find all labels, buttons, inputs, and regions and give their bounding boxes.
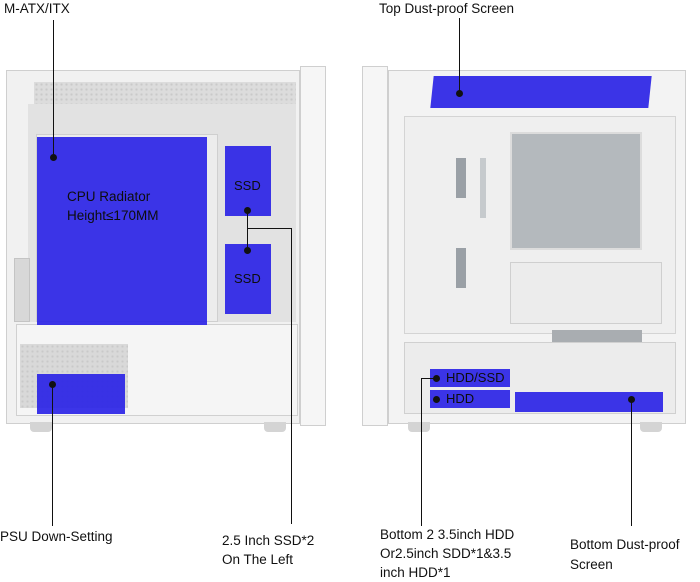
- psu-leader: [52, 384, 53, 526]
- left-foot-1: [30, 422, 52, 432]
- bottom-dust-label-2: Screen: [570, 557, 613, 572]
- ssd-top-area: [225, 146, 271, 216]
- bottom-dust-label-1: Bottom Dust-proof: [570, 537, 680, 552]
- top-dust-screen-area: [430, 76, 652, 108]
- top-dust-leader: [459, 18, 460, 94]
- right-case: [360, 62, 690, 434]
- ssd-leader-dot-bottom: [244, 247, 251, 254]
- ssd-leader-top: [247, 212, 248, 250]
- cpu-radiator-area: [37, 137, 207, 325]
- bottom-dust-leader: [631, 400, 632, 526]
- ssd-bottom-label: SSD: [234, 271, 261, 286]
- ssd-top-label: SSD: [234, 178, 261, 193]
- hdd-ssd-area: [430, 369, 510, 387]
- ssd-leader-horizontal: [247, 228, 291, 229]
- right-foot-1: [408, 422, 430, 432]
- matx-label: M-ATX/ITX: [4, 1, 70, 16]
- bottom-hdd-dot-1: [433, 375, 440, 382]
- bottom-dust-screen-area: [515, 392, 663, 412]
- cpu-radiator-label-1: CPU Radiator: [67, 189, 151, 204]
- matx-leader: [53, 20, 54, 157]
- top-dust-label: Top Dust-proof Screen: [379, 1, 515, 16]
- psu-leader-dot: [49, 381, 56, 388]
- hdd-ssd-label: HDD/SSD: [446, 370, 505, 385]
- bottom-hdd-dot-2: [433, 396, 440, 403]
- hdd-area: [430, 390, 510, 408]
- right-foot-2: [640, 422, 662, 432]
- right-slot-3: [480, 158, 486, 218]
- bottom-hdd-label-3: inch HDD*1: [380, 565, 451, 580]
- left-foot-2: [264, 422, 286, 432]
- hdd-label: HDD: [446, 391, 475, 406]
- bottom-dust-leader-dot: [628, 396, 635, 403]
- cpu-radiator-label-2: Height≤170MM: [67, 208, 159, 223]
- matx-leader-dot: [50, 154, 57, 161]
- ssd-leader-dot-top: [244, 207, 251, 214]
- right-lower-panel: [510, 262, 662, 324]
- bottom-hdd-label-1: Bottom 2 3.5inch HDD: [380, 527, 515, 542]
- ssd-left-label-2: On The Left: [222, 552, 294, 567]
- right-cutout: [510, 132, 642, 250]
- right-front-panel: [362, 66, 388, 426]
- bottom-hdd-leader-h: [421, 378, 437, 379]
- ssd-bottom-area: [225, 244, 271, 314]
- left-rear-bracket: [14, 258, 30, 322]
- left-front-panel: [300, 66, 326, 426]
- ssd-leader-vertical: [291, 228, 292, 524]
- bottom-hdd-leader: [421, 378, 422, 526]
- psu-area: [37, 374, 125, 414]
- left-top-mesh: [34, 82, 296, 104]
- psu-label: PSU Down-Setting: [0, 529, 113, 544]
- right-slot-1: [456, 158, 466, 198]
- right-slot-2: [456, 248, 466, 288]
- bottom-hdd-label-2: Or2.5inch SDD*1&3.5: [380, 546, 512, 561]
- top-dust-leader-dot: [456, 90, 463, 97]
- ssd-left-label-1: 2.5 Inch SSD*2: [222, 533, 315, 548]
